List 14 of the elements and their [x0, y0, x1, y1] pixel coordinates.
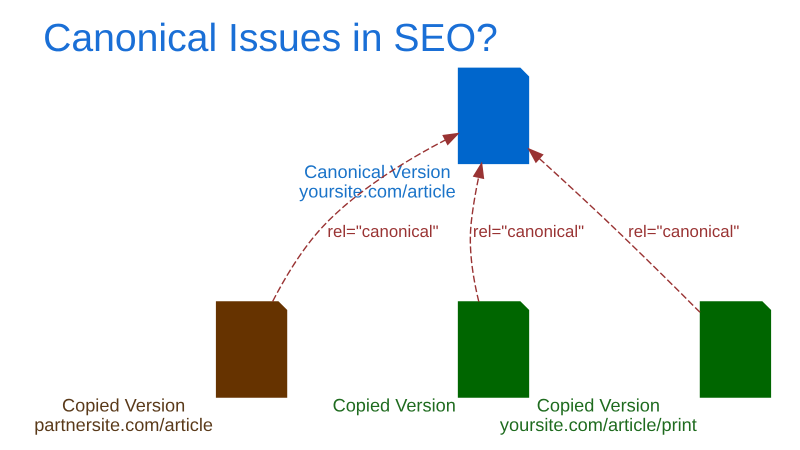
node-label: Copied Version	[61, 396, 185, 416]
arrow	[469, 161, 484, 302]
arrow	[272, 132, 460, 302]
node-label: Copied Version	[536, 396, 660, 416]
edge-label: rel="canonical"	[628, 222, 739, 242]
edge-label: rel="canonical"	[326, 222, 438, 242]
node-label: yoursite.com/article/print	[499, 415, 696, 436]
node-label: Canonical Version	[304, 162, 450, 182]
node-label: yoursite.com/article	[298, 182, 456, 202]
diagram-title: Canonical Issues in SEO?	[42, 16, 498, 60]
node-label: partnersite.com/article	[34, 415, 212, 436]
arrow	[526, 148, 700, 313]
node-label: Copied Version	[332, 396, 456, 416]
edge-label: rel="canonical"	[472, 222, 584, 242]
